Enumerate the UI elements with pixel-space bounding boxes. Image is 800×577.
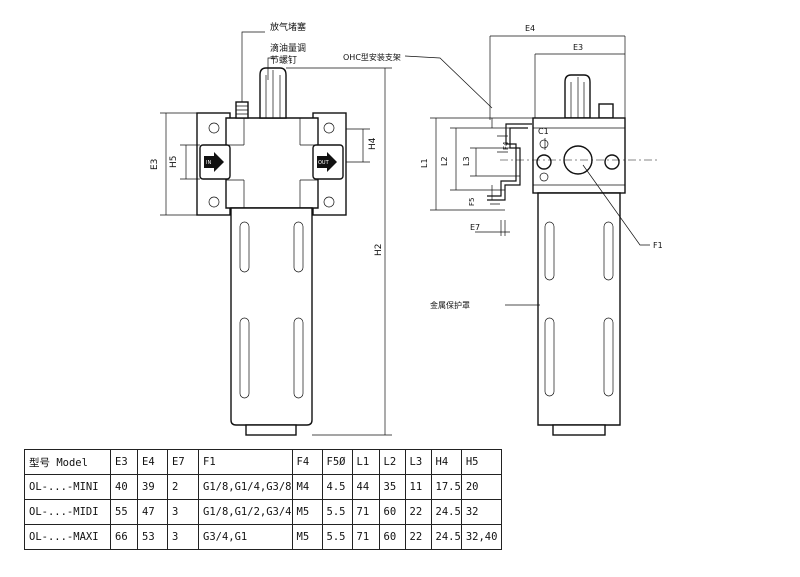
cell-l2: 60	[378, 499, 406, 525]
callout-bracket: OHC型安装支架	[343, 52, 401, 62]
cell-model: OL-...-MAXI	[24, 524, 111, 550]
dim-e4: E4	[525, 24, 535, 33]
cell-h5: 20	[460, 474, 502, 500]
header-e7: E7	[167, 449, 199, 475]
header-l2: L2	[378, 449, 406, 475]
cell-f1: G1/8,G1/2,G3/4	[198, 499, 293, 525]
cell-h4: 24.5	[430, 524, 462, 550]
cell-f1: G1/8,G1/4,G3/8	[198, 474, 293, 500]
cell-l2: 35	[378, 474, 406, 500]
cell-e4: 39	[137, 474, 168, 500]
cell-l1: 71	[351, 499, 380, 525]
callout-oil-adjust-line2: 节螺钉	[270, 55, 297, 66]
dim-f1: F1	[653, 241, 663, 250]
dim-e3-left: E3	[150, 159, 160, 170]
dim-c1: C1	[538, 127, 549, 136]
cell-e3: 40	[110, 474, 138, 500]
dim-l3: L3	[462, 156, 471, 166]
dim-f4: F4	[502, 141, 510, 150]
cell-l1: 44	[351, 474, 380, 500]
table-row: OL-...-MIDI 55 47 3 G1/8,G1/2,G3/4 M5 5.…	[24, 499, 502, 525]
header-l1: L1	[351, 449, 380, 475]
cell-l3: 22	[404, 524, 432, 550]
cell-h4: 24.5	[430, 499, 462, 525]
spec-table: 型号 Model E3 E4 E7 F1 F4 F5Ø L1 L2 L3 H4 …	[24, 449, 502, 550]
callout-exhaust-plug: 放气堵塞	[270, 21, 306, 33]
header-e4: E4	[137, 449, 168, 475]
cell-e4: 47	[137, 499, 168, 525]
cell-l3: 22	[404, 499, 432, 525]
dim-h2: H2	[374, 244, 384, 257]
front-view: IN OUT	[160, 31, 392, 436]
cell-e7: 3	[167, 499, 199, 525]
header-model: 型号 Model	[24, 449, 111, 475]
cell-f1: G3/4,G1	[198, 524, 293, 550]
side-view	[404, 35, 660, 436]
header-f5: F5Ø	[321, 449, 353, 475]
dim-h5: H5	[169, 156, 179, 169]
cell-l1: 71	[351, 524, 380, 550]
dim-e3-right: E3	[573, 43, 583, 52]
cell-l2: 60	[378, 524, 406, 550]
dim-h4: H4	[368, 137, 378, 150]
port-out-label: OUT	[318, 160, 330, 166]
cell-model: OL-...-MIDI	[24, 499, 111, 525]
table-row: OL-...-MAXI 66 53 3 G3/4,G1 M5 5.5 71 60…	[24, 524, 502, 550]
cell-h5: 32,40	[460, 524, 502, 550]
cell-e7: 2	[167, 474, 199, 500]
header-l3: L3	[404, 449, 432, 475]
table-header-row: 型号 Model E3 E4 E7 F1 F4 F5Ø L1 L2 L3 H4 …	[24, 449, 502, 475]
cell-e7: 3	[167, 524, 199, 550]
header-e3: E3	[110, 449, 138, 475]
header-f4: F4	[291, 449, 323, 475]
header-h4: H4	[430, 449, 462, 475]
cell-e3: 66	[110, 524, 138, 550]
cell-e3: 55	[110, 499, 138, 525]
cell-f5: 4.5	[321, 474, 353, 500]
cell-f4: M4	[291, 474, 323, 500]
cell-model: OL-...-MINI	[24, 474, 111, 500]
cell-h4: 17.5	[430, 474, 462, 500]
bowl	[230, 207, 313, 426]
cell-f4: M5	[291, 499, 323, 525]
header-f1: F1	[198, 449, 293, 475]
cell-e4: 53	[137, 524, 168, 550]
cell-f4: M5	[291, 524, 323, 550]
cell-f5: 5.5	[321, 524, 353, 550]
dim-e7: E7	[470, 223, 480, 232]
dim-l2: L2	[440, 156, 449, 166]
dim-l1: L1	[420, 158, 429, 168]
callout-metal-guard: 金属保护罩	[430, 300, 470, 310]
technical-drawing: IN OUT 放气堵塞 滴油量调 节螺钉 E3 H5 H4 H2	[150, 21, 663, 436]
table-row: OL-...-MINI 40 39 2 G1/8,G1/4,G3/8 M4 4.…	[24, 474, 502, 500]
cell-f5: 5.5	[321, 499, 353, 525]
port-in-label: IN	[206, 160, 211, 166]
cell-l3: 11	[404, 474, 432, 500]
cell-h5: 32	[460, 499, 502, 525]
dim-f5: F5	[468, 198, 476, 206]
callout-oil-adjust-line1: 滴油量调	[270, 42, 306, 54]
header-h5: H5	[460, 449, 502, 475]
